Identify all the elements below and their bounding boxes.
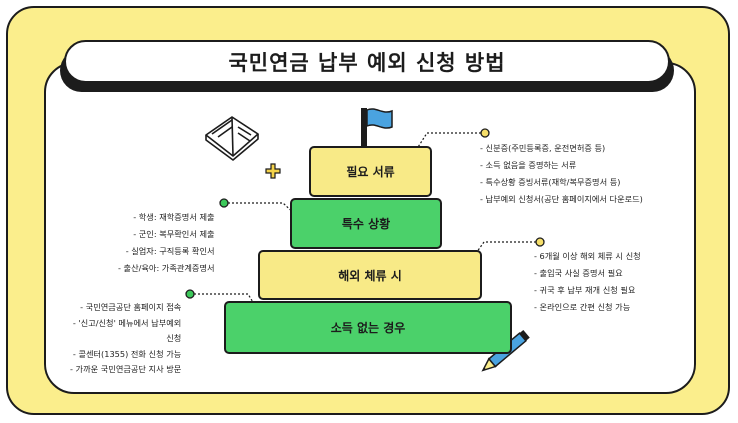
note-item: - 콜센터(1355) 전화 신청 가능	[72, 348, 182, 359]
plus-icon	[265, 163, 281, 179]
note-item: - 납부예외 신청서(공단 홈페이지에서 다운로드)	[480, 194, 643, 204]
layer-no-income: 소득 없는 경우	[224, 301, 512, 354]
note-item: - 6개월 이상 해외 체류 시 신청	[534, 251, 641, 261]
note-item: - 국민연금공단 홈페이지 접속	[80, 302, 182, 312]
notes-special: - 학생: 재학증명서 제출 - 군인: 복무확인서 제출 - 실업자: 구직등…	[118, 209, 215, 277]
note-item: - 출산/육아: 가족관계증명서	[118, 263, 215, 273]
note-item: - 소득 없음을 증명하는 서류	[480, 160, 577, 170]
note-item: - 실업자: 구직등록 확인서	[125, 246, 215, 256]
note-item: - 특수상황 증빙서류(재학/복무증명서 등)	[480, 177, 621, 187]
notes-no-income: - 국민연금공단 홈페이지 접속 - '신고/신청' 메뉴에서 납부예외 신청 …	[70, 300, 181, 378]
note-item: - 학생: 재학증명서 제출	[133, 212, 215, 222]
note-item: - 신분증(주민등록증, 운전면허증 등)	[480, 143, 606, 153]
note-item: - 군인: 복무확인서 제출	[133, 229, 215, 239]
note-item: - 출입국 사실 증명서 필요	[534, 268, 623, 278]
flag-icon	[361, 108, 393, 147]
connector-special	[219, 198, 299, 218]
notes-documents: - 신분증(주민등록증, 운전면허증 등) - 소득 없음을 증명하는 서류 -…	[480, 140, 643, 208]
note-item: 신청	[166, 333, 182, 343]
note-item: - 온라인으로 간편 신청 가능	[534, 302, 631, 312]
layer-required-documents: 필요 서류	[309, 146, 432, 197]
note-item: - 가까운 국민연금공단 지사 방문	[70, 364, 182, 374]
page-title: 국민연금 납부 예외 신청 방법	[64, 40, 670, 83]
layer-special-situations: 특수 상황	[290, 198, 442, 249]
open-book-icon	[205, 116, 259, 161]
layer-overseas-stay: 해외 체류 시	[258, 250, 482, 300]
note-item: - 귀국 후 납부 재개 신청 필요	[534, 285, 636, 295]
note-item: - '신고/신청' 메뉴에서 납부예외	[72, 317, 182, 328]
notes-overseas: - 6개월 이상 해외 체류 시 신청 - 출입국 사실 증명서 필요 - 귀국…	[534, 248, 641, 316]
